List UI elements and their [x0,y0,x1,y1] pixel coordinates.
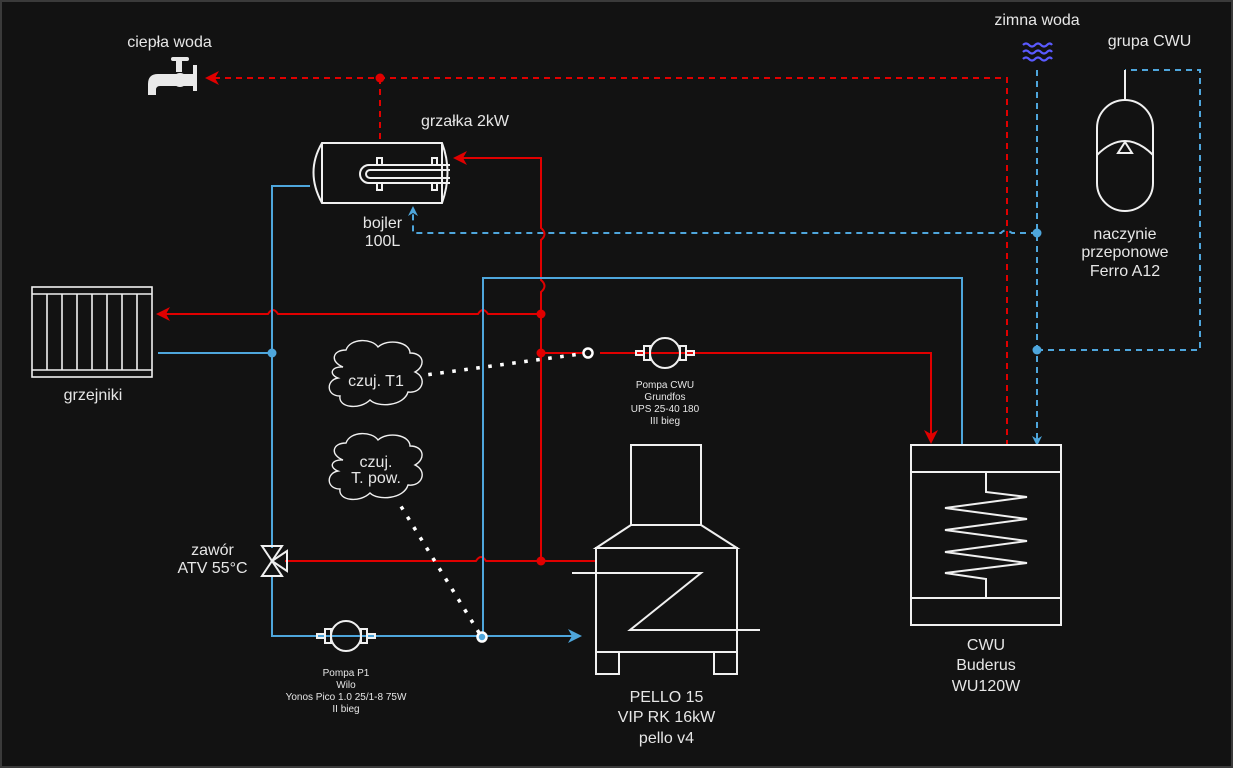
sensor-t1-link [416,351,590,378]
water-waves-icon [1022,42,1053,62]
pipe-hot-to-radiators [156,307,541,321]
radiator-icon [31,286,153,378]
pump-dhw-label-line: Grundfos [644,392,686,403]
cloud-icon [328,339,423,407]
pipe-hot-water-to-tap [205,71,1008,446]
sensor-outdoor-link [399,505,484,639]
pump-dhw-label-line: Pompa CWU [635,380,695,391]
horizontal-tank-icon [312,142,450,204]
boiler-tank-label: bojler 100L [340,215,425,252]
pump-p1-label-line: II bieg [332,704,360,715]
junction-dot [536,556,546,566]
sensor-t1-label: czuj. T1 [348,373,404,390]
pipe-hot-valve-to-furnace [285,556,597,562]
dhw-cylinder-label: CWU Buderus WU120W [936,636,1036,697]
valve-label-line: ATV 55°C [177,560,248,578]
dhw-cylinder-label-line: WU120W [951,677,1021,695]
pump-dhw-label-line: UPS 25-40 180 [630,404,700,415]
junction-dot [1032,345,1042,355]
heater-label: grzałka 2kW [420,113,510,130]
cloud-icon [328,432,423,500]
junction-dot [536,309,546,319]
junction-dot [375,73,385,83]
sensor-outdoor-label: czuj. T. pow. [330,455,422,487]
boiler-tank-label-line: bojler [362,215,403,232]
junction-dot [1032,228,1042,238]
furnace-label-line: pello v4 [638,729,695,747]
pump-p1-label-line: Wilo [336,680,356,691]
expansion-vessel-label-line: Ferro A12 [1089,262,1161,280]
sensor-t1-point [582,347,594,359]
furnace-label-line: PELLO 15 [629,689,704,706]
dhw-cylinder-label-line: CWU [966,637,1006,654]
pump-icon [316,620,376,652]
sensor-outdoor-label-line: T. pow. [351,470,401,487]
radiators-label: grzejniki [63,387,123,404]
expansion-vessel-icon [1096,99,1154,212]
expansion-vessel-label: naczynie przeponowe Ferro A12 [1060,226,1190,281]
junction-dot [536,348,546,358]
hot-water-label: ciepła woda [127,34,212,51]
pump-dhw-label-line: III bieg [649,416,681,427]
three-way-valve-icon [260,545,288,577]
boiler-tank-label-line: 100L [364,233,401,251]
pump-icon [635,337,695,369]
dhw-cylinder-label-line: Buderus [956,657,1016,675]
valve-label: zawór ATV 55°C [160,542,265,579]
furnace-label-line: VIP RK 16kW [617,709,716,727]
sensor-outdoor-label-line: czuj. [359,454,393,471]
pipe-hot-riser [453,151,546,561]
sensor-outdoor-point [476,631,488,643]
pump-p1-label: Pompa P1 Wilo Yonos Pico 1.0 25/1-8 75W … [266,668,426,716]
dhw-group-label: grupa CWU [1107,33,1192,50]
pipe-return-cylinder [482,277,963,636]
pump-p1-label-line: Pompa P1 [322,668,370,679]
furnace-label: PELLO 15 VIP RK 16kW pello v4 [596,688,737,749]
expansion-vessel-label-line: przeponowe [1081,244,1169,262]
valve-label-line: zawór [191,542,234,559]
cold-water-label: zimna woda [994,12,1080,29]
coil-cylinder-icon [910,444,1062,626]
pipe-hot-to-cylinder [541,352,931,442]
pipe-cold-to-tank [408,206,1037,234]
boiler-icon [572,444,760,675]
pump-p1-label-line: Yonos Pico 1.0 25/1-8 75W [285,692,407,703]
pipe-vessel-loop [1037,69,1201,351]
pump-dhw-label: Pompa CWU Grundfos UPS 25-40 180 III bie… [600,380,730,428]
junction-dot [267,348,277,358]
faucet-icon [148,57,197,95]
expansion-vessel-label-line: naczynie [1093,226,1157,243]
